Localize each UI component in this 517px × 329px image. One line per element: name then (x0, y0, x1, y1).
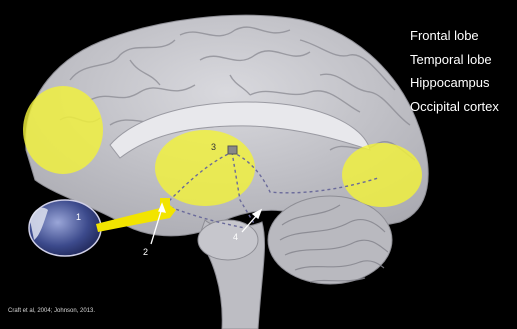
legend-item-occipital-cortex: Occipital cortex (410, 95, 499, 119)
marker-brainstem: 4 (233, 232, 238, 242)
legend-item-frontal-lobe: Frontal lobe (410, 24, 499, 48)
pons (198, 220, 258, 260)
legend: Frontal lobe Temporal lobe Hippocampus O… (410, 24, 499, 118)
frontal-lobe-highlight (23, 86, 103, 174)
occipital-cortex-highlight (342, 143, 422, 207)
citation: Craft et al, 2004; Johnson, 2013. (8, 308, 95, 314)
marker-eye: 1 (76, 212, 81, 222)
legend-item-hippocampus: Hippocampus (410, 71, 499, 95)
marker-optic-chiasm: 2 (143, 247, 148, 257)
legend-item-temporal-lobe: Temporal lobe (410, 48, 499, 72)
marker-thalamus: 3 (211, 142, 216, 152)
thalamus-marker (228, 146, 237, 154)
cerebellum (268, 196, 392, 284)
